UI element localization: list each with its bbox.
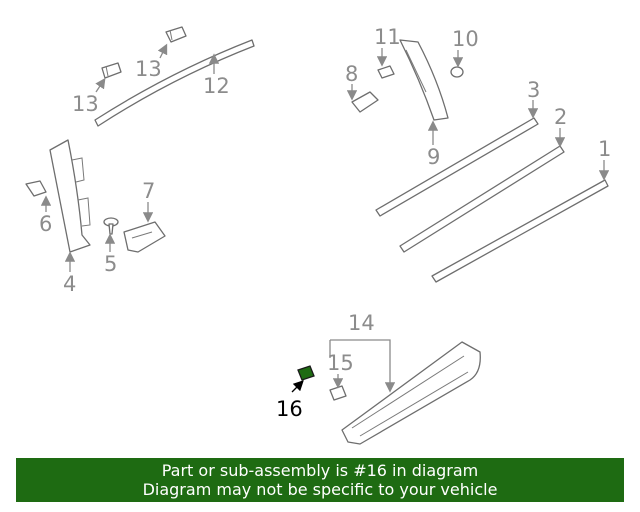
- callout-11: 11: [374, 25, 401, 49]
- part-12-roof-molding: [94, 39, 255, 127]
- notice-line-1: Part or sub-assembly is #16 in diagram: [161, 461, 479, 480]
- callout-16: 16: [276, 397, 303, 421]
- callout-labels: 1 2 3 4 5 6 7 8 9 10 11 12 13 13 14 15 1…: [39, 25, 611, 421]
- callout-13-upper: 13: [135, 57, 162, 81]
- part-4-pillar-trim: [49, 139, 91, 253]
- callout-9: 9: [427, 145, 440, 169]
- part-7-bracket: [123, 221, 166, 253]
- callout-8: 8: [345, 62, 358, 86]
- part-5-push-pin: [103, 217, 119, 235]
- callout-12: 12: [203, 74, 230, 98]
- part-14-rocker-molding: [341, 341, 481, 445]
- callout-2: 2: [554, 105, 567, 129]
- notice-banner: Part or sub-assembly is #16 in diagram D…: [16, 458, 624, 502]
- part-16-clip-highlighted: [297, 365, 315, 381]
- callout-6: 6: [39, 212, 52, 236]
- callout-1: 1: [598, 137, 611, 161]
- leader-lines: [40, 43, 610, 393]
- part-6-clip: [25, 180, 47, 197]
- part-1-molding: [431, 179, 609, 283]
- callout-3: 3: [527, 78, 540, 102]
- part-13-clip-lower: [101, 62, 122, 79]
- callout-10: 10: [452, 27, 479, 51]
- callout-5: 5: [104, 252, 117, 276]
- callout-7: 7: [142, 179, 155, 203]
- part-8-clip: [351, 91, 379, 113]
- part-2-molding: [399, 145, 565, 253]
- part-11-clip: [377, 65, 395, 79]
- notice-line-2: Diagram may not be specific to your vehi…: [142, 480, 498, 499]
- part-15-plug: [329, 385, 347, 401]
- part-9-pillar-applique: [399, 39, 449, 121]
- part-13-clip-upper: [165, 26, 187, 43]
- part-10-pin: [450, 66, 464, 78]
- callout-13-lower: 13: [72, 92, 99, 116]
- callout-14: 14: [348, 311, 375, 335]
- part-3-molding: [375, 117, 539, 217]
- callout-15: 15: [327, 351, 354, 375]
- callout-4: 4: [63, 272, 76, 296]
